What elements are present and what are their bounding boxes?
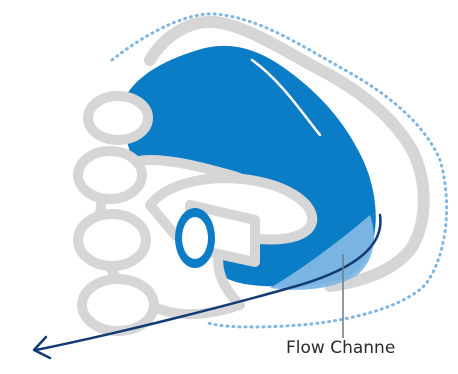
flow-channel-label: Flow Channe <box>286 340 395 357</box>
